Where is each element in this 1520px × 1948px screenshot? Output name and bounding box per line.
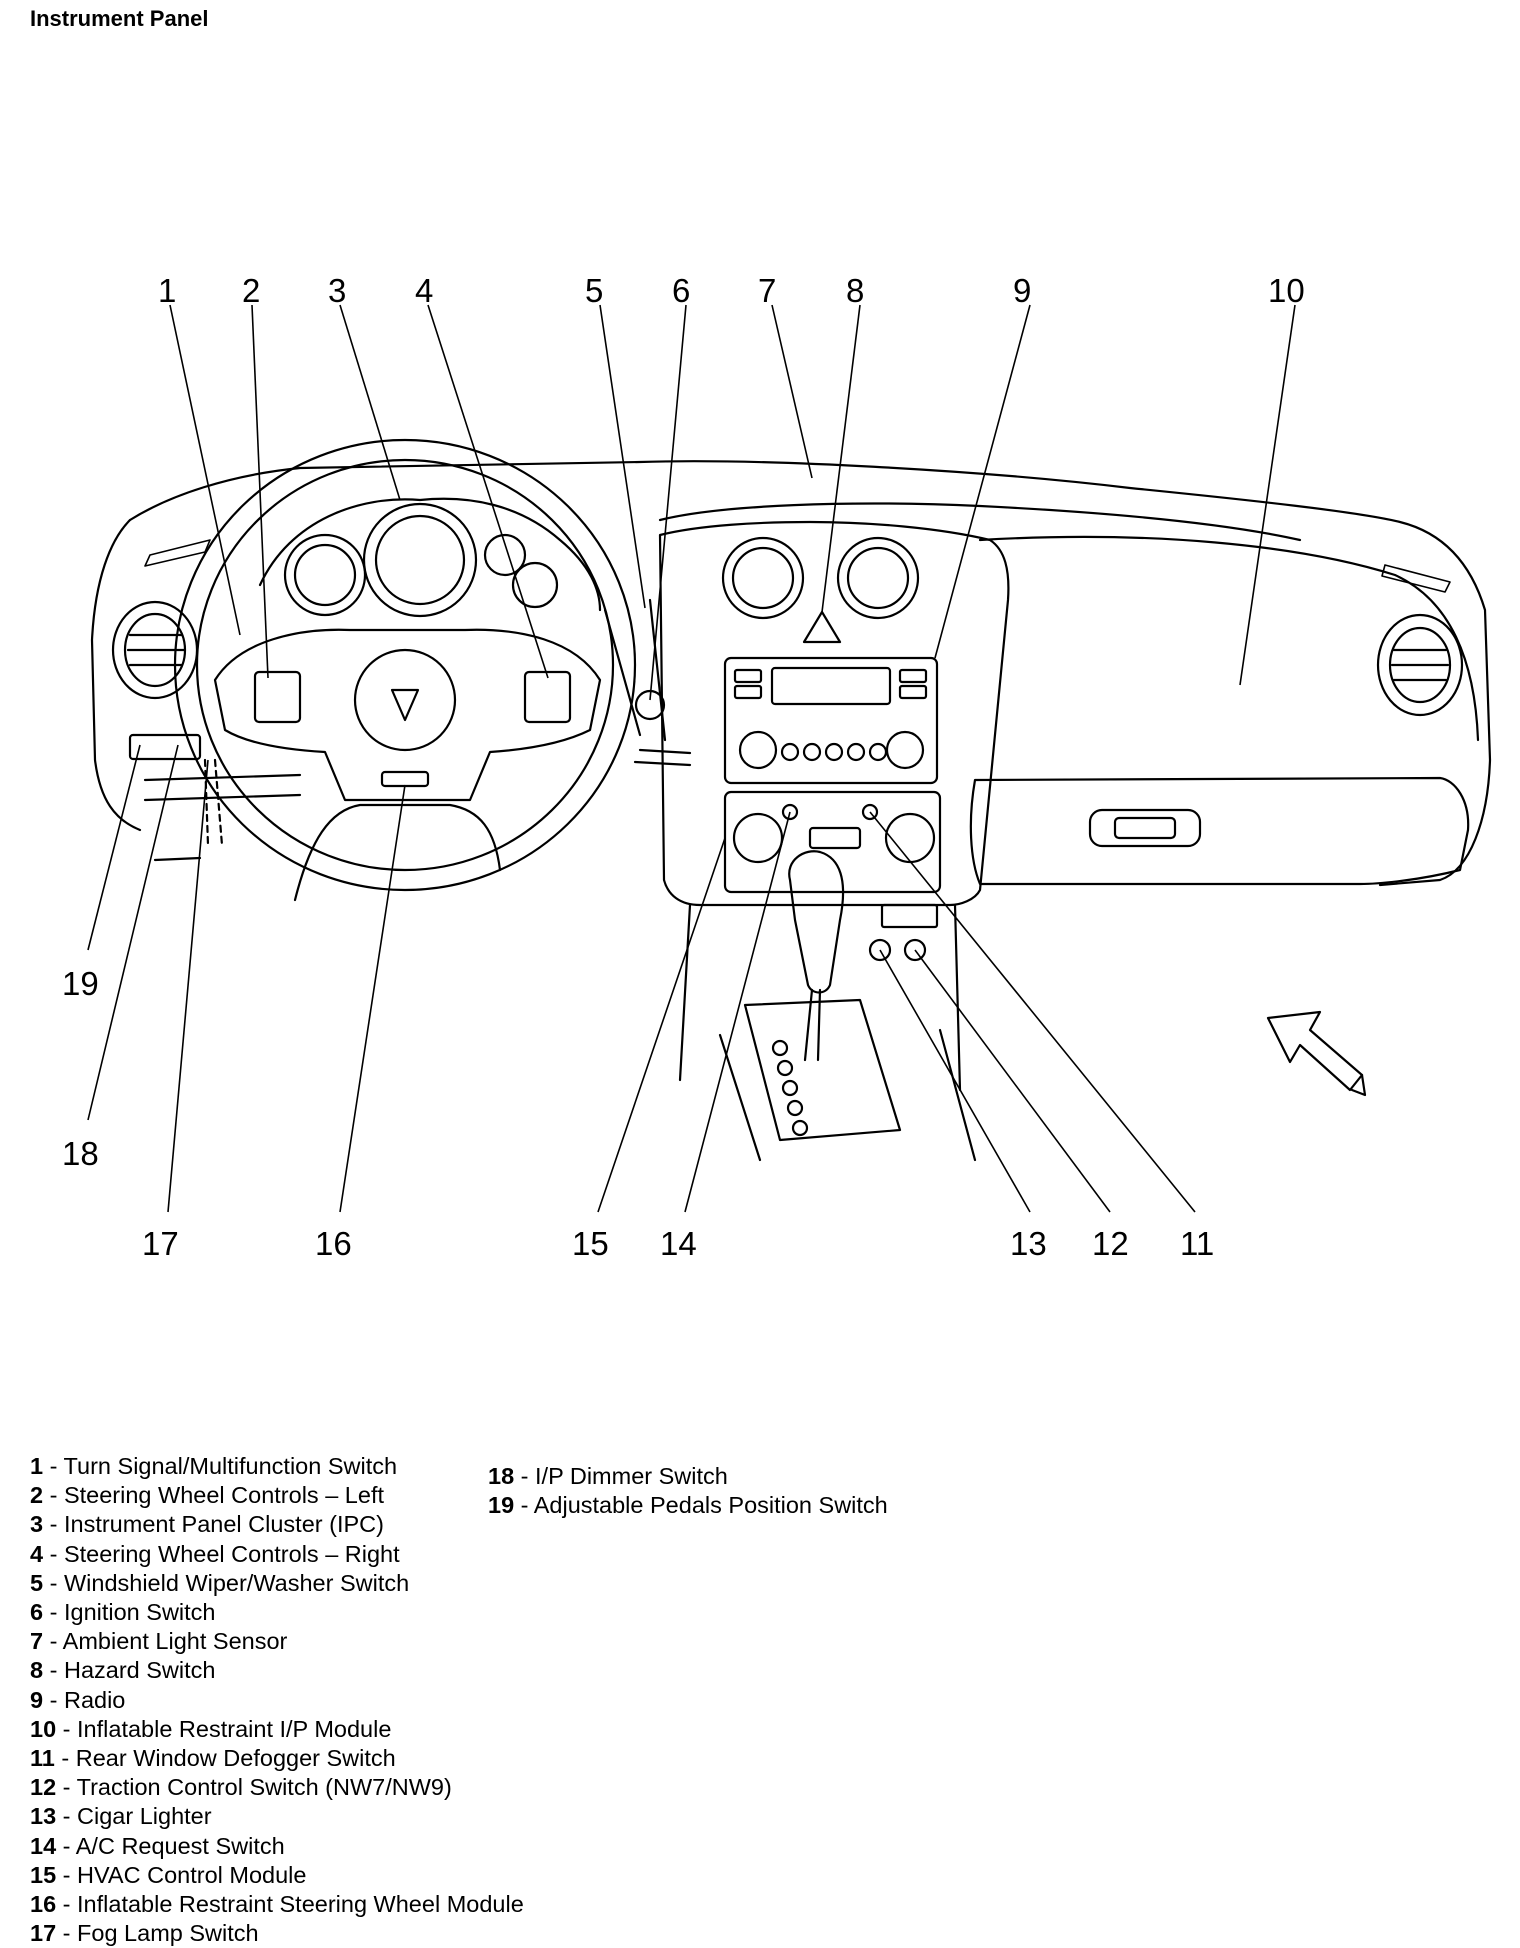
dashboard-outline [128, 460, 1492, 887]
legend-list-right: 18 - I/P Dimmer Switch 19 - Adjustable P… [488, 1462, 888, 1520]
steering-wheel-hub [213, 628, 602, 802]
hvac-panel [723, 790, 942, 894]
left-wheel-controls [253, 670, 302, 724]
callout-1: 1 [158, 272, 176, 309]
legend-item-1: 1 - Turn Signal/Multifunction Switch [30, 1453, 398, 1479]
callout-11: 11 [1180, 1225, 1214, 1262]
callout-13: 13 [1010, 1225, 1047, 1262]
left-switch-panel [128, 733, 202, 761]
callout-18: 18 [62, 1135, 99, 1172]
callout-3: 3 [328, 272, 346, 309]
right-vent [1376, 613, 1464, 717]
legend-item-19: 19 - Adjustable Pedals Position Switch [488, 1492, 888, 1519]
callout-12: 12 [1092, 1225, 1129, 1262]
legend-item-13: 13 - Cigar Lighter [30, 1803, 212, 1830]
legend-item-7: 7 - Ambient Light Sensor [30, 1628, 288, 1655]
legend-item-8: 8 - Hazard Switch [30, 1657, 216, 1684]
cluster-hood [258, 497, 602, 612]
legend-item-11: 11 - Rear Window Defogger Switch [30, 1745, 396, 1772]
callout-14: 14 [660, 1225, 697, 1262]
page-title: Instrument Panel [30, 6, 209, 31]
right-center-vent [836, 536, 920, 620]
legend-item-10: 10 - Inflatable Restraint I/P Module [30, 1715, 392, 1742]
legend-item-16: 16 - Inflatable Restraint Steering Wheel… [30, 1891, 524, 1918]
traction-switch [903, 938, 927, 962]
left-center-vent [721, 536, 805, 620]
legend-item-6: 6 - Ignition Switch [30, 1599, 216, 1626]
shift-lever [788, 850, 845, 994]
callout-9: 9 [1013, 272, 1031, 309]
legend-item-2: 2 - Steering Wheel Controls – Left [30, 1482, 384, 1509]
hvac-left-knob [732, 812, 784, 864]
callout-8: 8 [846, 272, 864, 309]
callout-17: 17 [142, 1225, 179, 1262]
tachometer [283, 533, 367, 617]
callout-4: 4 [415, 272, 433, 309]
legend-item-4: 4 - Steering Wheel Controls – Right [30, 1540, 400, 1567]
legend-item-5: 5 - Windshield Wiper/Washer Switch [30, 1569, 410, 1596]
legend-item-9: 9 - Radio [30, 1686, 126, 1713]
legend-item-12: 12 - Traction Control Switch (NW7/NW9) [30, 1774, 452, 1801]
legend-item-18: 18 - I/P Dimmer Switch [488, 1463, 728, 1489]
glovebox-outline [969, 776, 1470, 886]
speedometer [362, 502, 478, 618]
right-wheel-controls [523, 670, 572, 724]
ignition-switch [634, 689, 666, 721]
callout-19: 19 [62, 965, 99, 1002]
hazard-button [802, 610, 842, 644]
steering-wheel-rim [173, 438, 637, 892]
callout-10: 10 [1268, 272, 1305, 309]
view-direction-arrow [1266, 1010, 1364, 1092]
callout-2: 2 [242, 272, 260, 309]
legend-list-left: 1 - Turn Signal/Multifunction Switch 2 -… [30, 1452, 524, 1948]
instrument-panel-illustration: 1 2 3 4 5 6 7 8 9 10 11 12 13 14 15 16 1… [62, 272, 1492, 1262]
shifter-gate [743, 998, 902, 1142]
hvac-right-knob [884, 812, 936, 864]
cigar-lighter [868, 938, 892, 962]
callout-5: 5 [585, 272, 603, 309]
legend-item-15: 15 - HVAC Control Module [30, 1861, 307, 1888]
legend-item-14: 14 - A/C Request Switch [30, 1832, 285, 1859]
center-stack-outline [658, 520, 1010, 907]
callout-15: 15 [572, 1225, 609, 1262]
callout-16: 16 [315, 1225, 352, 1262]
radio-unit [723, 656, 939, 785]
legend-item-17: 17 - Fog Lamp Switch [30, 1920, 259, 1947]
airbag-emblem [353, 648, 457, 752]
callout-7: 7 [758, 272, 776, 309]
legend-item-3: 3 - Instrument Panel Cluster (IPC) [30, 1511, 384, 1538]
callout-6: 6 [672, 272, 690, 309]
glovebox-handle [1088, 808, 1202, 848]
